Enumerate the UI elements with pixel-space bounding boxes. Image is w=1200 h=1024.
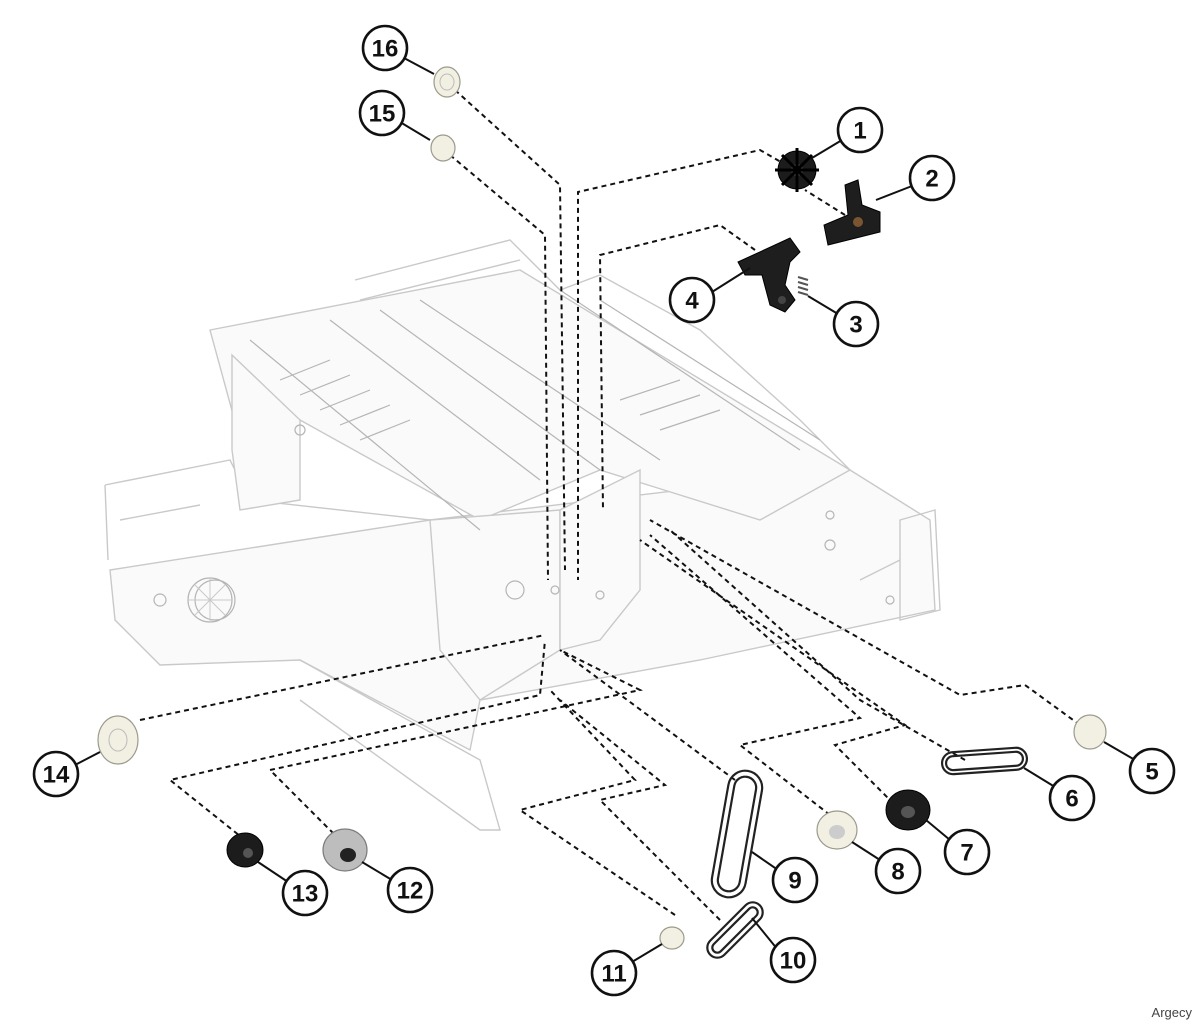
leader-4: [598, 223, 756, 511]
right-gear-plate: [559, 468, 641, 651]
callout-7-label: 7: [960, 840, 973, 867]
right-bracket: [859, 509, 941, 621]
part-14-white-gear: [97, 715, 139, 765]
leader-13: [167, 639, 546, 841]
callouts: 1 2 3 4 5 6 7: [32, 24, 1176, 997]
callout-7: 7: [925, 819, 991, 876]
callout-15: 15: [358, 89, 431, 141]
leader-16: [454, 89, 566, 571]
callout-13: 13: [257, 861, 329, 917]
callout-4: 4: [668, 267, 751, 324]
callout-13-label: 13: [292, 881, 319, 908]
callout-1-label: 1: [853, 118, 866, 145]
callout-8-label: 8: [891, 859, 904, 886]
callout-5: 5: [1103, 741, 1176, 795]
callout-6-label: 6: [1065, 786, 1078, 813]
part-5-white-gear: [1073, 714, 1107, 750]
part-13-black-gear: [226, 832, 264, 868]
leader-9: [559, 649, 736, 781]
leader-14: [139, 634, 546, 721]
leader-6: [669, 529, 966, 761]
left-side-wall: [231, 353, 301, 511]
leader-15: [449, 154, 549, 581]
leader-1: [577, 148, 796, 580]
callout-8: 8: [851, 841, 922, 895]
rear-frame: [354, 239, 851, 471]
leader-8: [649, 534, 863, 816]
leader-11: [517, 689, 676, 916]
ribbed-guides: [279, 359, 721, 441]
callout-1: 1: [811, 106, 884, 159]
callout-5-label: 5: [1145, 759, 1158, 786]
leader-lines: [139, 89, 1081, 921]
printer-frame-assembly: [104, 239, 941, 831]
leader-10: [559, 699, 721, 921]
callout-3-label: 3: [849, 312, 862, 339]
leader-12: [267, 649, 643, 841]
parts: [97, 66, 1107, 959]
callout-15-label: 15: [369, 101, 396, 128]
part-6-belt: [940, 746, 1029, 776]
callout-9: 9: [751, 851, 819, 904]
callout-11-label: 11: [601, 961, 626, 988]
callout-2: 2: [875, 154, 956, 202]
part-11-white-gear: [659, 926, 685, 950]
part-10-belt: [706, 901, 764, 959]
callout-16: 16: [361, 24, 435, 75]
part-12-grey-gear: [322, 828, 368, 872]
part-3-spring: [797, 276, 809, 296]
part-7-black-gear: [885, 789, 931, 831]
callout-10: 10: [751, 917, 817, 984]
leader-5: [649, 519, 1081, 726]
callout-11: 11: [590, 943, 663, 997]
callout-6: 6: [1023, 767, 1096, 822]
top-cover: [209, 269, 852, 521]
callout-14-label: 14: [43, 762, 70, 789]
callout-9-label: 9: [788, 868, 801, 895]
part-8-white-gear: [816, 810, 858, 850]
callout-3: 3: [807, 295, 880, 348]
leader-7: [639, 539, 908, 811]
callout-14: 14: [32, 750, 101, 798]
part-4-black-arm: [737, 237, 801, 313]
callout-12: 12: [361, 861, 434, 914]
part-2-black-lever: [823, 179, 881, 246]
part-1-black-gear: [775, 148, 819, 192]
callout-12-label: 12: [397, 878, 424, 905]
leader-2: [804, 189, 846, 216]
callout-10-label: 10: [780, 948, 807, 975]
callout-2-label: 2: [925, 166, 938, 193]
front-center-plate: [429, 509, 561, 701]
callout-16-label: 16: [372, 36, 399, 63]
left-drive-gear: [187, 577, 233, 623]
watermark-text: Argecy: [1151, 1005, 1192, 1020]
part-15-white-gear: [430, 134, 456, 162]
part-9-belt: [710, 769, 764, 899]
callout-4-label: 4: [685, 288, 699, 315]
part-16-white-gear: [433, 66, 461, 98]
front-rail: [299, 659, 501, 831]
